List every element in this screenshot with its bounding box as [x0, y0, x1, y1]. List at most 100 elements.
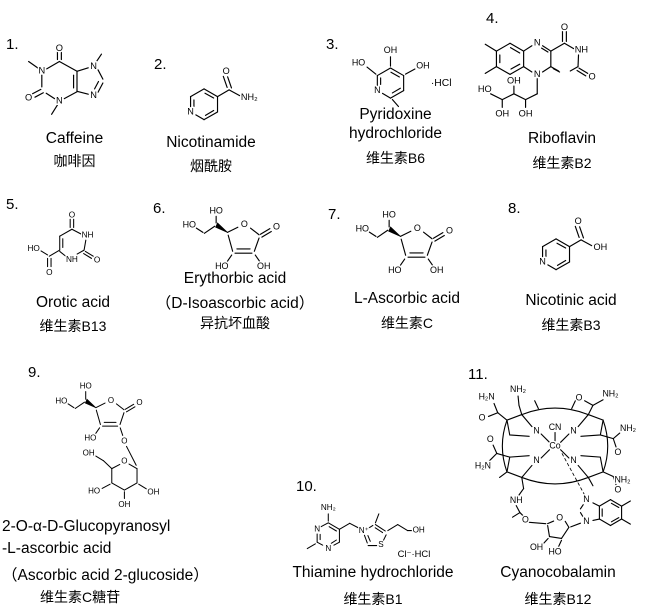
- atom-label: OH: [430, 265, 443, 275]
- compound-name: Thiamine hydrochloride: [292, 564, 454, 581]
- compound-name-cn: 维生素C糖苷: [40, 589, 121, 605]
- compound-number: 8.: [508, 200, 521, 217]
- compound-name-cn: 维生素B12: [524, 591, 592, 607]
- compound-erythorbic-acid: 6. O O OH HO HO HO Erythorbic acid （D-Is…: [145, 198, 325, 338]
- atom-label: N: [38, 66, 45, 76]
- pyridoxine-structure: N OH HO OH ·HCl: [350, 44, 453, 108]
- atom-label: H₂N: [479, 391, 495, 401]
- atom-label: O: [25, 93, 32, 103]
- bond-lines: [28, 51, 104, 115]
- compound-name-cn: 维生素C: [380, 315, 434, 331]
- atom-label: HO: [215, 261, 228, 271]
- atom-label: HO: [27, 244, 40, 253]
- compound-number: 11.: [468, 366, 488, 383]
- compound-name-line2: （D-Isoascorbic acid）: [155, 295, 315, 312]
- atom-label: O: [522, 514, 529, 524]
- compound-name-cn: 维生素B3: [541, 317, 601, 333]
- atom-label: OH: [593, 242, 607, 252]
- atom-label: HO: [388, 265, 401, 275]
- atom-label: HO: [478, 84, 492, 94]
- atom-label: NH: [510, 495, 523, 505]
- atom-label: O: [614, 447, 621, 457]
- atom-label: O: [241, 219, 248, 229]
- atom-label: OH: [413, 526, 425, 535]
- compound-name-cn: 维生素B1: [343, 591, 403, 607]
- atom-label: OH: [257, 261, 270, 271]
- atom-label: N: [533, 455, 539, 465]
- bond-lines: [189, 75, 241, 121]
- bond-lines: [40, 218, 94, 268]
- compound-number: 5.: [6, 196, 19, 213]
- compound-name-cn: 异抗坏血酸: [200, 315, 270, 331]
- atom-label: NH₂: [321, 503, 336, 512]
- atom-label: N: [374, 85, 380, 95]
- atom-label: HO: [382, 210, 395, 220]
- atom-label: HO: [548, 547, 561, 557]
- atom-label: O: [414, 223, 421, 233]
- atom-label: N: [534, 38, 541, 48]
- bond-lines: [487, 395, 631, 548]
- compound-number: 2.: [154, 56, 167, 73]
- bond-lines: [541, 225, 593, 271]
- compound-name: 2-O-α-D-Glucopyranosyl: [2, 518, 171, 535]
- atom-label: N: [325, 544, 331, 553]
- atom-label: O: [69, 211, 76, 220]
- atom-label: O: [223, 66, 230, 76]
- atom-label: O: [121, 436, 127, 445]
- atom-label: O: [589, 72, 596, 82]
- riboflavin-structure: N N NH O O OH OH OH HO: [476, 21, 597, 120]
- atom-label: O: [575, 216, 582, 226]
- compound-name-cn: 咖啡因: [53, 153, 96, 169]
- atom-label: O: [108, 396, 114, 405]
- compound-nicotinamide: 2. N O NH₂ Nicotinamide 烟酰胺: [150, 46, 272, 176]
- atom-label: O: [556, 512, 563, 522]
- atom-label: HO: [356, 224, 369, 234]
- atom-label: HO: [84, 433, 96, 442]
- atom-label: N: [533, 426, 539, 436]
- compound-orotic-acid: 5. O NH O NH O HO Orotic acid 维生素B13: [2, 192, 144, 334]
- nicotinamide-structure: N O NH₂: [186, 65, 260, 121]
- atom-label: Co: [549, 440, 560, 450]
- atom-label: OH: [83, 449, 95, 458]
- atom-label: O: [487, 434, 494, 444]
- atom-label: N⁺: [359, 526, 369, 535]
- compound-pyridoxine: 3. N OH HO OH ·HCl Pyridoxine hydrochlor…: [318, 28, 473, 178]
- atom-label: NH₂: [241, 92, 258, 102]
- atom-label: CN: [549, 422, 562, 432]
- compound-name: Orotic acid: [35, 294, 111, 311]
- atom-label: O: [273, 222, 280, 232]
- compound-ascorbic-acid: 7. O O OH HO HO HO L-Ascorbic acid 维生素C: [326, 200, 488, 338]
- atom-label: N: [570, 426, 576, 436]
- compound-name-line2: hydrochloride: [348, 125, 443, 142]
- atom-label: OH: [519, 109, 533, 119]
- atom-label: O: [46, 268, 53, 277]
- atom-label: NH₂: [614, 475, 630, 485]
- cyanocobalamin-structure: CN Co N N N N H₂N O NH₂ NH₂ O NH₂ O H₂N …: [474, 383, 638, 558]
- orotic-acid-structure: O NH O NH O HO: [26, 209, 102, 278]
- compound-name: Riboflavin: [527, 130, 597, 147]
- counterion-annotation: Cl⁻·HCl: [398, 548, 431, 559]
- compound-name-cn: 维生素B13: [39, 318, 107, 334]
- atom-label: O: [561, 22, 568, 32]
- compound-name: Caffeine: [45, 130, 104, 147]
- compound-name: Nicotinic acid: [525, 292, 617, 309]
- compound-aa2g: 9. O O HO O: [2, 360, 258, 612]
- atom-label: O: [136, 398, 142, 407]
- atom-label: N: [314, 524, 320, 533]
- atom-label: OH: [495, 109, 509, 119]
- atom-label: O: [614, 485, 621, 495]
- atom-label: NH₂: [510, 384, 526, 394]
- atom-label: HO: [352, 58, 365, 68]
- atom-label: O: [576, 392, 583, 402]
- atom-label: H₂N: [475, 461, 491, 471]
- atom-label: HO: [80, 382, 92, 391]
- atom-label: OH: [507, 76, 521, 86]
- compound-nicotinic-acid: 8. N O OH Nicotinic acid 维生素B3: [492, 198, 650, 336]
- atom-label: HO: [88, 486, 100, 495]
- atom-label: HO: [183, 220, 196, 230]
- atom-label: O: [121, 457, 127, 466]
- thiamine-structure: NH₂ N N N⁺ S OH Cl⁻·HCl: [306, 502, 432, 560]
- caffeine-structure: N N N N O O: [24, 41, 104, 115]
- atom-label: N: [90, 61, 97, 71]
